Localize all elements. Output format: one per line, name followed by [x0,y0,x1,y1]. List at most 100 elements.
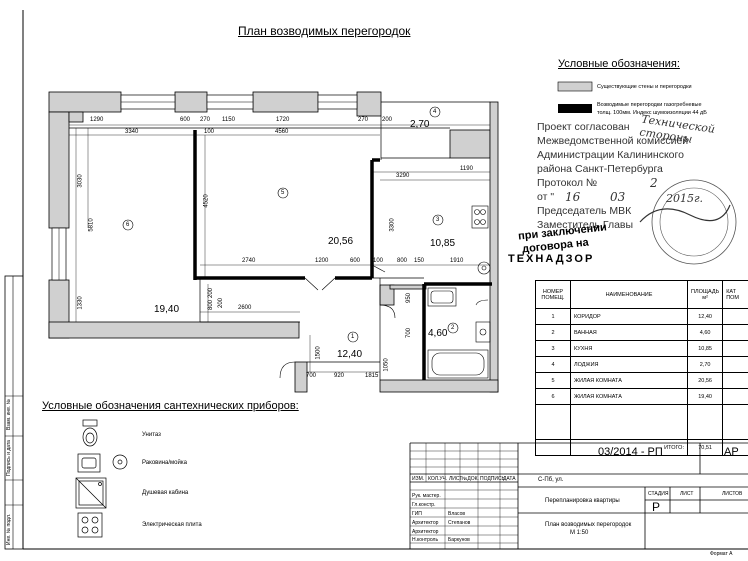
sink-icon [77,453,128,473]
dim: 1200 [315,258,329,264]
dim: 3290 [396,173,410,179]
dim: 4560 [275,129,289,135]
stamp-handwriting-day: 16 [565,190,581,204]
tb-role: ГИП [412,511,422,517]
room-area-4: 2,70 [410,119,430,130]
dim: 100 [373,258,384,264]
room-num-2: 2 [451,325,455,331]
room-num-5: 5 [281,190,285,196]
room-area-6: 19,40 [154,304,180,315]
tb-col: ДАТА [503,476,516,482]
tb-code: 03/2014 - РП [598,446,663,458]
plan-title: План возводимых перегородок [238,24,411,38]
stamp-line: от " [537,191,555,203]
stove-icon [77,512,103,538]
stamp-line: Межведомственной комиссией [537,135,689,147]
rooms-table: НОМЕР ПОМЕЩ. НАИМЕНОВАНИЕ ПЛОЩАДЬ м² КАТ… [535,280,748,456]
tb-city: С-Пб, ул. [538,477,564,483]
tb-stage: Р [652,500,661,514]
tb-col: ПОДПИСЬ [480,476,505,482]
dim: 200 [382,117,393,123]
legend-new-1: Возводимые перегородки газогребневые [597,102,702,108]
room-area-1: 12,40 [337,349,363,360]
dim: 920 [334,373,345,379]
fixture-stove-label: Электрическая плита [142,522,202,528]
legend-new-2: толщ. 100мм. Индекс шумоизоляции 44 дБ [597,110,707,116]
stamp-handwriting-year: 2015г. [666,192,704,205]
tb-name: Власов [448,511,466,517]
dim: 270 [358,117,369,123]
approval-stamp: Проект согласован Межведомственной комис… [537,120,733,280]
stamp-line: района Санкт-Петербурга [537,163,663,175]
stamp-handwriting-month: 03 [610,190,626,204]
tb-role: Н.контроль [412,537,439,543]
stamp-line: Заместитель Главы [537,219,634,231]
stamp-line: Проект согласован [537,121,630,133]
stamp-note-3: ТЕХНАДЗОР [508,253,595,265]
tb-stage-code: АР [724,446,739,458]
dim: 2740 [242,258,256,264]
room-num-3: 3 [436,217,440,223]
fixture-shower-label: Душевая кабина [142,490,189,496]
tb-stage-hdr: СТАДИЯ [648,491,669,497]
room-num-4: 4 [433,109,437,115]
tb-sheet-hdr: ЛИСТ [680,491,694,497]
tb-name: Степанов [448,520,471,526]
tb-role: Рук. мастер. [412,493,441,499]
dim: 150 [414,258,425,264]
shower-icon [75,477,107,509]
fixture-toilet-label: Унитаз [142,432,161,438]
room-area-3: 10,85 [430,238,456,249]
dim: 1190 [460,166,473,172]
room-num-1: 1 [351,334,355,340]
stamp-line: Протокол № [537,177,598,189]
stamp-line: Администрации Калининского [537,149,684,161]
stamp-handwriting-protocol: 2 [650,176,658,190]
fixtures-title: Условные обозначения сантехнических приб… [42,400,299,412]
stamp-line: Председатель МВК [537,205,632,217]
dim: 270 [200,117,211,123]
dim: 1720 [276,117,290,123]
tb-sheets-hdr: ЛИСТОВ [722,491,743,497]
dim: 100 [204,129,215,135]
dim: 3340 [125,129,139,135]
legend-title: Условные обозначения: [558,58,680,70]
dim: 1290 [90,117,104,123]
toilet-icon [82,419,98,447]
tb-col: №ДОК. [462,476,479,482]
tb-name: Баркунов [448,537,470,543]
legend-existing: Существующие стены и перегородки [597,84,692,90]
tb-role: Архитектор [412,529,439,535]
dim: 600 [180,117,191,123]
dim: 1910 [450,258,464,264]
dim: 1815 [365,373,379,379]
fixture-sink-label: Раковина/мойка [142,460,187,466]
room-area-2: 4,60 [428,328,448,339]
tb-col: КОЛ.УЧ. [428,476,448,482]
table-header: НОМЕР ПОМЕЩ. [535,280,571,309]
dim: 600 [350,258,361,264]
room-area-5: 20,56 [328,236,354,247]
tb-format: Формат А [710,551,733,557]
dim: 1150 [222,117,235,123]
dim: 700 [306,373,317,379]
tb-col: ИЗМ. [412,476,425,482]
tb-project: Перепланировка квартиры [545,498,620,504]
tb-col: ЛИСТ [449,476,463,482]
table-header: ПЛОЩАДЬ м² [686,280,724,309]
tb-role: Архитектор [412,520,439,526]
dim: 2600 [238,305,252,311]
tb-sheet-title-2: М 1:50 [570,530,589,536]
dim: 800 [397,258,408,264]
tb-sheet-title-1: План возводимых перегородок [545,522,632,528]
